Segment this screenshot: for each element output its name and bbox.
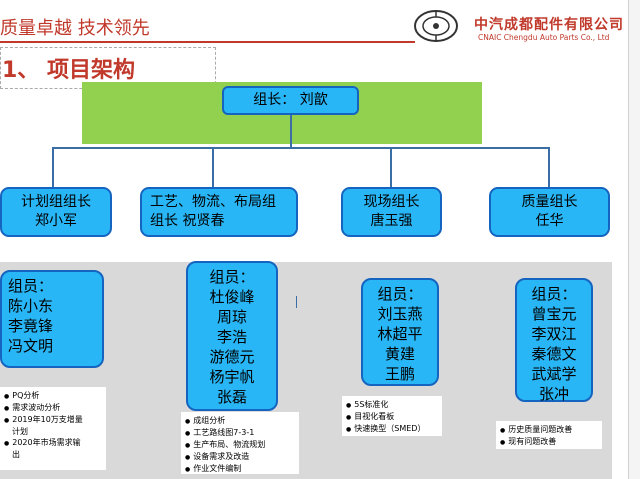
member: 武斌学	[531, 365, 577, 383]
header-divider	[0, 41, 415, 43]
company-logo	[414, 10, 458, 42]
member: 林超平	[377, 325, 423, 343]
member: 周琼	[216, 308, 247, 326]
members-quality: 组员： 曾宝元 李双江 秦德文 武斌学 张冲	[515, 278, 593, 403]
task-item-cont: 出	[12, 450, 20, 459]
connector-horizontal	[52, 147, 549, 149]
lead-name: 唐玉强	[370, 213, 413, 229]
task-item: 成组分析	[185, 415, 295, 427]
connector-group-2	[212, 147, 214, 188]
tasks-quality: 历史质量问题改善 现有问题改善	[496, 421, 602, 449]
task-item: 历史质量问题改善	[500, 424, 598, 436]
member: 游德元	[209, 348, 255, 366]
divider-mark	[296, 296, 297, 308]
task-item: 快速换型（SMED）	[346, 423, 438, 435]
company-name-cn: 中汽成都配件有限公司	[474, 17, 624, 33]
member: 杨宇帆	[209, 368, 255, 386]
member: 黄建	[384, 345, 415, 363]
tasks-planning: PQ分析 需求波动分析 2019年10万支增量 计划 2020年市场需求输 出	[0, 387, 106, 470]
tasks-process: 成组分析 工艺路线图7-3-1 生产布局、物流规划 设备需求及改造 作业文件编制	[181, 412, 299, 474]
task-item: 2020年市场需求输	[4, 437, 102, 449]
company-name-en: CNAIC Chengdu Auto Parts Co., Ltd	[478, 33, 610, 42]
slogan: 质量卓越 技术领先	[0, 18, 150, 39]
member: 杜俊峰	[209, 288, 255, 306]
member: 李浩	[216, 328, 247, 346]
members-planning: 组员： 陈小东 李竟锋 冯文明	[0, 270, 104, 368]
member: 曾宝元	[531, 305, 577, 323]
member: 李双江	[531, 325, 577, 343]
task-item: 目视化看板	[346, 411, 438, 423]
member-label: 组员：	[531, 285, 577, 303]
team-leader-box: 组长： 刘歆	[222, 86, 359, 115]
group-lead-quality: 质量组长 任华	[489, 187, 610, 237]
task-item: 工艺路线图7-3-1	[185, 427, 295, 439]
connector-group-3	[390, 147, 392, 188]
lead-name: 任华	[535, 213, 564, 229]
connector-group-1	[52, 147, 54, 188]
member: 冯文明	[8, 337, 54, 355]
lead-name: 组长 祝贤春	[150, 213, 225, 229]
member: 李竟锋	[8, 317, 54, 335]
lead-title: 现场组长	[363, 194, 420, 210]
task-item: 5S标准化	[346, 399, 438, 411]
member: 秦德文	[531, 345, 577, 363]
group-lead-planning: 计划组组长 郑小军	[0, 187, 112, 237]
task-item: 生产布局、物流规划	[185, 439, 295, 451]
connector-group-4	[548, 147, 550, 188]
section-title: 1、 项目架构	[2, 58, 135, 83]
task-item: 现有问题改善	[500, 436, 598, 448]
member: 王鹏	[384, 365, 415, 383]
member-label: 组员：	[209, 268, 255, 286]
scrollbar-strip	[628, 0, 640, 479]
members-process: 组员： 杜俊峰 周琼 李浩 游德元 杨宇帆 张磊	[186, 261, 278, 411]
task-item: 2019年10万支增量	[4, 414, 102, 426]
member-label: 组员：	[377, 285, 423, 303]
tasks-field: 5S标准化 目视化看板 快速换型（SMED）	[342, 396, 442, 436]
group-lead-field: 现场组长 唐玉强	[341, 187, 442, 237]
lead-title: 工艺、物流、布局组	[150, 194, 276, 210]
lead-title: 质量组长	[521, 194, 578, 210]
member-label: 组员：	[8, 277, 54, 295]
member: 张冲	[538, 385, 569, 403]
member: 张磊	[216, 388, 247, 406]
task-item-cont: 计划	[12, 427, 28, 436]
lead-title: 计划组组长	[21, 194, 91, 210]
task-item: 设备需求及改造	[185, 451, 295, 463]
member: 陈小东	[8, 297, 54, 315]
task-item: 需求波动分析	[4, 402, 102, 414]
task-item: 作业文件编制	[185, 463, 295, 475]
group-lead-process: 工艺、物流、布局组 组长 祝贤春	[140, 187, 298, 237]
member: 刘玉燕	[377, 305, 423, 323]
connector-leader-down	[290, 115, 292, 148]
members-field: 组员： 刘玉燕 林超平 黄建 王鹏	[361, 278, 439, 386]
task-item: PQ分析	[4, 390, 102, 402]
lead-name: 郑小军	[35, 213, 77, 229]
